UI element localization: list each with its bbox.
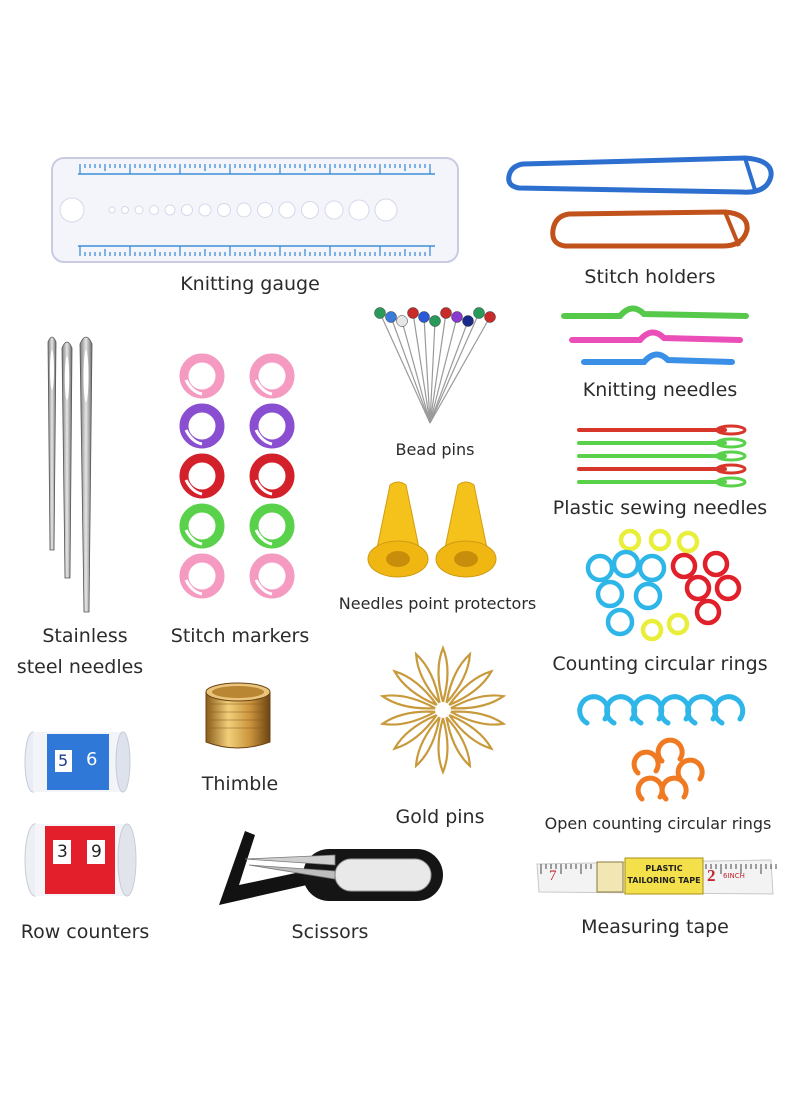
cable-needles-image xyxy=(561,305,749,365)
row-counter-blue: 5 6 xyxy=(24,728,131,796)
bead-pins xyxy=(360,295,510,430)
bead-pins-label: Bead pins xyxy=(395,440,475,459)
row-counter-red-left-digit: 3 xyxy=(57,842,68,862)
counting-rings-label: Counting circular rings xyxy=(552,653,768,675)
thimble-image xyxy=(205,682,271,749)
tape-number-right: 2 xyxy=(707,866,716,885)
stitch-markers-label: Stitch markers xyxy=(170,625,310,647)
plastic-sewing-needles-image xyxy=(577,424,747,488)
row-counter-red-right-digit: 9 xyxy=(91,842,102,862)
knitting-gauge-image xyxy=(51,157,459,263)
row-counters-label: Row counters xyxy=(20,921,150,943)
stitch-markers xyxy=(170,350,310,605)
row-counter-red-image xyxy=(24,823,137,897)
needle-protectors-image xyxy=(367,481,497,578)
stitch-holders xyxy=(505,150,775,260)
row-counter-blue-left-digit: 5 xyxy=(58,751,69,770)
gold-pins xyxy=(365,640,520,780)
knitting-needles-label: Knitting needles xyxy=(582,379,738,401)
row-counter-red: 3 9 xyxy=(24,820,137,900)
open-counting-rings xyxy=(575,685,750,805)
open-rings-label: Open counting circular rings xyxy=(544,814,772,833)
measuring-tape-label: Measuring tape xyxy=(581,916,729,938)
bead-pins-image xyxy=(374,307,496,424)
thimble xyxy=(200,680,275,755)
steel-needles-image xyxy=(47,336,93,613)
tape-unit: 6INCH xyxy=(723,872,745,880)
counting-rings-image xyxy=(585,528,742,642)
needle-point-protectors xyxy=(360,475,510,585)
stitch-holders-label: Stitch holders xyxy=(584,266,716,288)
scissors-label: Scissors xyxy=(291,921,369,943)
row-counter-blue-right-digit: 6 xyxy=(86,749,98,770)
stainless-steel-needles xyxy=(40,330,100,615)
plastic-sewing-needles-label: Plastic sewing needles xyxy=(552,497,768,519)
knitting-gauge-label: Knitting gauge xyxy=(180,273,320,295)
stainless-label-line2: steel needles xyxy=(16,656,144,678)
gold-pins-label: Gold pins xyxy=(395,806,485,828)
knitting-gauge xyxy=(50,156,460,264)
tape-brand-line1: PLASTIC xyxy=(645,864,683,873)
measuring-tape-image xyxy=(536,857,777,895)
needle-protectors-label: Needles point protectors xyxy=(338,594,537,613)
measuring-tape: 7 PLASTIC TAILORING TAPE 2 6INCH xyxy=(535,852,777,900)
tape-brand-line2: TAILORING TAPE xyxy=(627,876,701,885)
counting-circular-rings xyxy=(580,528,745,645)
stitch-holders-image xyxy=(506,155,774,249)
scissors-image xyxy=(219,831,443,905)
scissors xyxy=(215,825,445,920)
plastic-sewing-needles xyxy=(575,422,750,492)
knitting-needles xyxy=(560,300,750,370)
open-rings-image xyxy=(577,694,746,802)
thimble-label: Thimble xyxy=(201,773,279,795)
stitch-markers-image xyxy=(179,353,295,599)
gold-pins-image xyxy=(379,645,507,775)
stainless-label-line1: Stainless xyxy=(42,625,128,647)
tape-number-left: 7 xyxy=(549,868,557,884)
row-counter-blue-image xyxy=(24,731,131,793)
